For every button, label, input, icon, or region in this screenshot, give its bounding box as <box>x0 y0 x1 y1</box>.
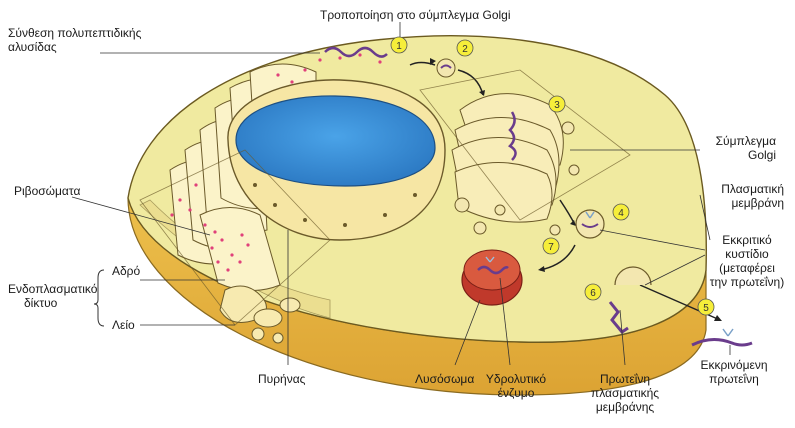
label-er-line1: Ενδοπλασματικό <box>8 282 98 296</box>
step-number-1: 1 <box>396 41 402 52</box>
label-golgi-complex-line2: Golgi <box>747 148 776 162</box>
label-nucleus: Πυρήνας <box>258 372 306 386</box>
label-hydrolytic-line1: Υδρολυτικό <box>485 372 547 386</box>
label-er-line2: δίκτυο <box>24 296 58 310</box>
label-membrane-protein-line3: μεμβράνης <box>595 400 655 414</box>
label-polypeptide-line1: Σύνθεση πολυπεπτιδικής <box>8 26 142 40</box>
step-badge-1 <box>390 36 408 54</box>
step-number-7: 7 <box>548 242 554 253</box>
smooth-er <box>219 285 301 344</box>
lysosome <box>461 249 523 306</box>
label-secreted-line2: πρωτεΐνη <box>709 372 759 386</box>
label-secretory-vesicle: Εκκριτικό κυστίδιο (μεταφέρει την πρωτεΐ… <box>702 233 792 289</box>
label-vesicle-line1: Εκκριτικό <box>722 233 772 247</box>
label-membrane-protein: Πρωτεΐνη πλασματικής μεμβράνης <box>580 372 670 414</box>
label-vesicle-line4: την πρωτεΐνη) <box>709 275 785 289</box>
step-badge-6 <box>584 283 602 301</box>
fusing-vesicle <box>614 266 652 286</box>
label-secreted-line1: Εκκρινόμενη <box>700 358 768 372</box>
label-rough-er: Αδρό <box>112 264 141 278</box>
label-golgi-complex-line1: Σύμπλεγμα <box>715 134 776 148</box>
label-membrane-protein-line1: Πρωτεΐνη <box>599 372 651 386</box>
label-hydrolytic-enzyme: Υδρολυτικό ένζυμο <box>478 372 554 400</box>
step-number-6: 6 <box>590 288 596 299</box>
step-badge-5 <box>697 298 715 316</box>
step-badge-2 <box>456 39 474 57</box>
label-plasma-membrane-line1: Πλασματική <box>721 182 784 196</box>
label-secreted-protein: Εκκρινόμενη πρωτεΐνη <box>690 358 778 386</box>
label-endoplasmic-reticulum: Ενδοπλασματικό δίκτυο <box>8 282 97 310</box>
label-hydrolytic-line2: ένζυμο <box>497 386 535 400</box>
label-lysosome: Λυσόσωμα <box>415 372 475 386</box>
label-plasma-membrane-line2: μεμβράνη <box>731 196 784 210</box>
secretory-vesicle <box>575 209 605 239</box>
label-ribosomes: Ριβοσώματα <box>14 184 81 198</box>
leader-lines <box>71 22 731 366</box>
transport-vesicle <box>436 58 456 78</box>
golgi-protein <box>507 111 517 161</box>
label-vesicle-line3: (μεταφέρει <box>719 261 775 275</box>
step-badge-4 <box>612 203 630 221</box>
label-membrane-protein-line2: πλασματικής <box>590 386 660 400</box>
step-number-4: 4 <box>618 208 624 219</box>
label-polypeptide-line2: αλυσίδας <box>8 40 57 54</box>
small-vesicles <box>454 121 580 236</box>
golgi-stacks <box>451 93 564 223</box>
step-number-5: 5 <box>703 303 709 314</box>
step-badge-3 <box>548 95 566 113</box>
label-vesicle-line2: κυστίδιο <box>725 247 769 261</box>
section-frame <box>139 69 631 326</box>
nuclear-pores <box>253 183 417 227</box>
step-number-3: 3 <box>554 100 560 111</box>
step-badges: 1 2 3 4 5 6 7 <box>390 36 715 316</box>
membrane-protein <box>608 301 629 334</box>
er-bracket <box>93 269 105 327</box>
label-smooth-er: Λείο <box>112 318 135 332</box>
label-polypeptide-synthesis: Σύνθεση πολυπεπτιδικής αλυσίδας <box>8 26 141 54</box>
secreted-protein <box>691 328 753 347</box>
nucleus <box>235 95 436 187</box>
step-badge-7 <box>542 237 560 255</box>
arrowheads <box>430 58 722 321</box>
label-plasma-membrane: Πλασματική μεμβράνη <box>696 182 784 210</box>
polypeptide-chain <box>324 46 388 58</box>
label-golgi-complex: Σύμπλεγμα Golgi <box>700 134 776 162</box>
label-golgi-modification: Τροποποίηση στο σύμπλεγμα Golgi <box>320 8 511 22</box>
step-number-2: 2 <box>462 44 468 55</box>
